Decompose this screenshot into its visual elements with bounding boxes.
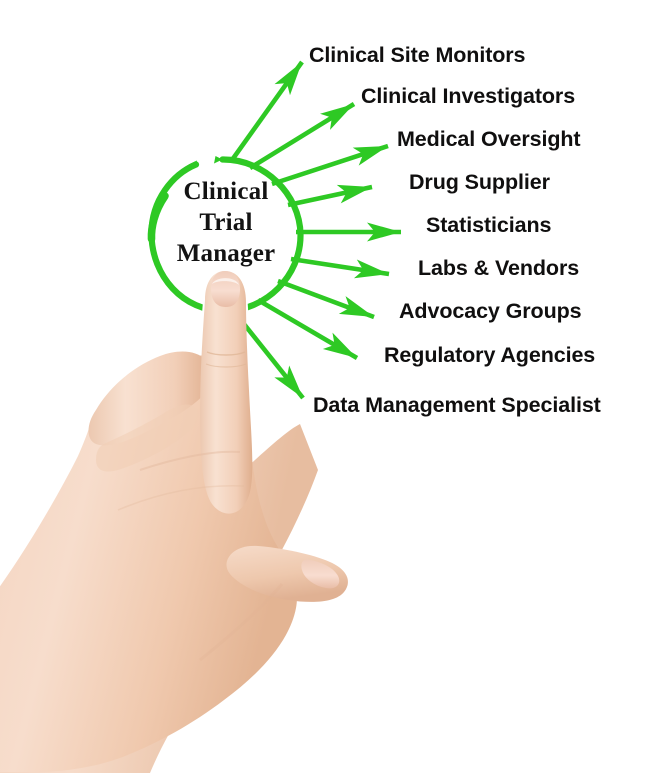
center-line-1: Clinical xyxy=(183,178,269,205)
branch-label-statisticians: Statisticians xyxy=(426,213,552,237)
branch-label-labs-and-vendors: Labs & Vendors xyxy=(418,256,580,280)
branch-label-data-management-specialist: Data Management Specialist xyxy=(313,393,601,417)
branch-label-clinical-site-monitors: Clinical Site Monitors xyxy=(309,43,526,67)
arrow-head-5 xyxy=(367,222,401,242)
arrow-head-4 xyxy=(336,184,372,204)
arrow-head-9 xyxy=(274,365,303,398)
center-line-3: Manager xyxy=(176,240,276,267)
branch-label-drug-supplier: Drug Supplier xyxy=(409,170,550,194)
arrow-head-6 xyxy=(353,259,389,279)
arrow-head-7 xyxy=(338,296,374,317)
center-node-text: Clinical Trial Manager xyxy=(152,176,300,269)
arrow-head-3 xyxy=(352,146,388,166)
pointing-hand xyxy=(0,271,348,773)
branch-label-advocacy-groups: Advocacy Groups xyxy=(399,299,582,323)
branch-label-clinical-investigators: Clinical Investigators xyxy=(361,84,576,108)
arrow-head-8 xyxy=(322,332,357,358)
center-line-2: Trial xyxy=(199,209,253,236)
arrow-head-1 xyxy=(274,62,302,96)
branch-label-medical-oversight: Medical Oversight xyxy=(397,127,581,151)
arrow-head-2 xyxy=(320,104,354,130)
arrow-heads xyxy=(274,62,401,398)
branch-label-regulatory-agencies: Regulatory Agencies xyxy=(384,343,596,367)
